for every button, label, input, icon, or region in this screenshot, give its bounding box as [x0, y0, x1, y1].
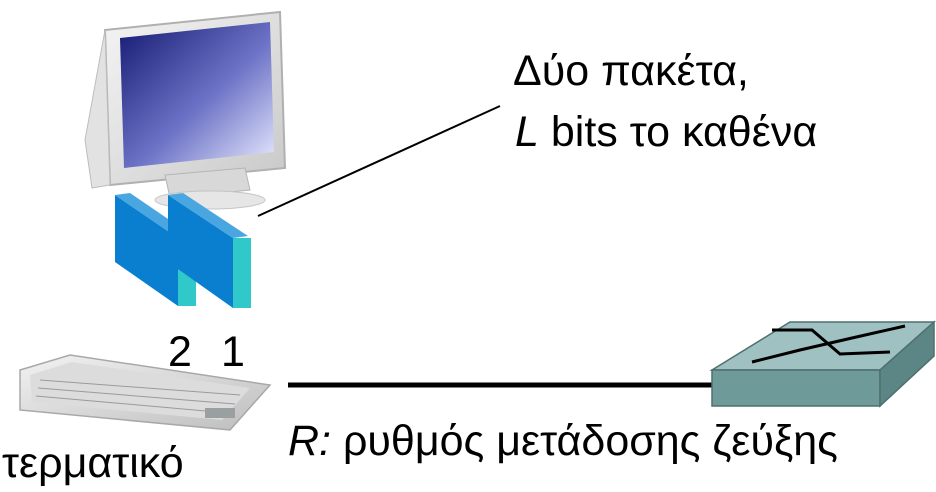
packet-length-text: bits το καθένα: [538, 108, 818, 156]
keyboard-icon: [19, 354, 272, 431]
router-icon: [709, 320, 936, 408]
callout-line: [257, 105, 501, 217]
packet-number-1: 1: [221, 328, 245, 376]
callout-line2: L bits το καθένα: [515, 111, 817, 154]
callout-line1: Δύο πακέτα,: [513, 47, 749, 95]
host-label: τερματικό: [2, 439, 184, 487]
monitor-icon: [84, 10, 287, 210]
packet-number-2: 2: [168, 328, 192, 376]
rate-text: ρυθμός μετάδοσης ζεύξης: [331, 417, 838, 465]
packet-length-var: L: [515, 108, 539, 156]
packet-1: [168, 193, 251, 308]
packet-icon: [115, 195, 178, 306]
link-rate-label: R: ρυθμός μετάδοσης ζεύξης: [288, 420, 838, 463]
rate-var: R:: [288, 417, 331, 465]
packet-icon: [168, 195, 233, 308]
